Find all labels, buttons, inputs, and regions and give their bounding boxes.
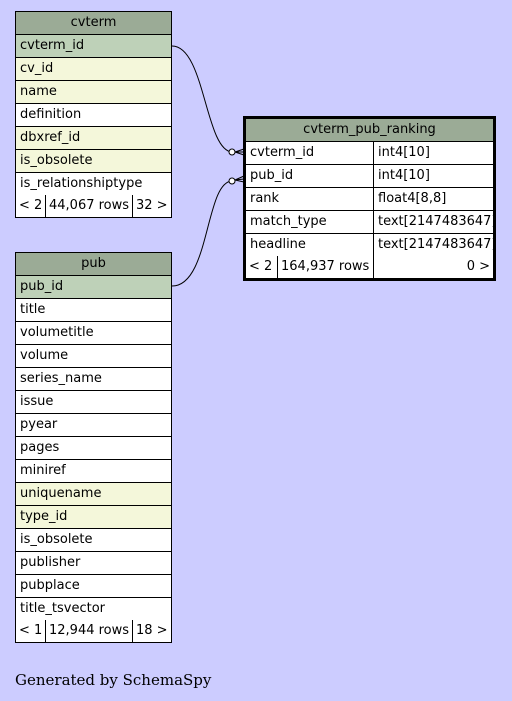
column-name: type_id [20, 509, 68, 524]
parents-link[interactable]: < 2 [19, 198, 43, 213]
column-name: pub_id [250, 168, 294, 183]
row-count: 12,944 rows [45, 620, 132, 642]
column-row[interactable]: series_name [16, 368, 171, 391]
parents-link[interactable]: < 2 [249, 259, 273, 274]
column-row[interactable]: title [16, 299, 171, 322]
children-link[interactable]: 32 > [132, 195, 171, 217]
column-row[interactable]: is_obsolete [16, 150, 171, 173]
children-link[interactable]: 0 > [373, 256, 493, 278]
column-row[interactable]: is_obsolete [16, 529, 171, 552]
column-name: is_relationshiptype [20, 176, 143, 191]
column-name: rank [250, 191, 280, 206]
column-name: volumetitle [20, 325, 94, 340]
table-title[interactable]: cvterm_pub_ranking [246, 119, 493, 142]
column-type: float4[8,8] [373, 188, 493, 210]
column-row[interactable]: match_type text[2147483647] [246, 211, 493, 234]
column-name: dbxref_id [20, 130, 81, 145]
table-footer: < 2 44,067 rows 32 > [16, 195, 171, 217]
column-type: int4[10] [373, 165, 493, 187]
row-count: 164,937 rows [277, 256, 373, 278]
column-name: issue [20, 394, 54, 409]
column-name: is_obsolete [20, 532, 93, 547]
column-name: match_type [250, 214, 327, 229]
table-footer: < 2 164,937 rows 0 > [246, 256, 493, 278]
column-row[interactable]: name [16, 81, 171, 104]
column-name: definition [20, 107, 82, 122]
column-name: cvterm_id [20, 38, 85, 53]
column-row[interactable]: title_tsvector [16, 598, 171, 620]
column-row[interactable]: dbxref_id [16, 127, 171, 150]
column-row[interactable]: pyear [16, 414, 171, 437]
table-footer: < 1 12,944 rows 18 > [16, 620, 171, 642]
column-name: pages [20, 440, 60, 455]
column-type: text[2147483647] [373, 234, 493, 256]
column-row[interactable]: pubplace [16, 575, 171, 598]
column-name: title [20, 302, 46, 317]
column-type: text[2147483647] [373, 211, 493, 233]
column-row[interactable]: definition [16, 104, 171, 127]
column-row[interactable]: cvterm_id int4[10] [246, 142, 493, 165]
column-name: title_tsvector [20, 601, 106, 616]
column-name: is_obsolete [20, 153, 93, 168]
column-row[interactable]: pub_id [16, 276, 171, 299]
column-type: int4[10] [373, 142, 493, 164]
column-name: name [20, 84, 57, 99]
column-row[interactable]: cvterm_id [16, 35, 171, 58]
column-name: publisher [20, 555, 81, 570]
column-row[interactable]: rank float4[8,8] [246, 188, 493, 211]
column-row[interactable]: uniquename [16, 483, 171, 506]
column-row[interactable]: volumetitle [16, 322, 171, 345]
column-name: pubplace [20, 578, 80, 593]
column-row[interactable]: publisher [16, 552, 171, 575]
column-row[interactable]: issue [16, 391, 171, 414]
column-name: cv_id [20, 61, 54, 76]
column-name: cvterm_id [250, 145, 315, 160]
column-row[interactable]: type_id [16, 506, 171, 529]
column-row[interactable]: cv_id [16, 58, 171, 81]
column-row[interactable]: miniref [16, 460, 171, 483]
generated-by-footer: Generated by SchemaSpy [15, 671, 212, 689]
column-name: uniquename [20, 486, 102, 501]
column-row[interactable]: pub_id int4[10] [246, 165, 493, 188]
column-row[interactable]: pages [16, 437, 171, 460]
column-name: pub_id [20, 279, 64, 294]
column-row[interactable]: is_relationshiptype [16, 173, 171, 195]
table-title[interactable]: cvterm [16, 12, 171, 35]
column-name: pyear [20, 417, 58, 432]
table-title[interactable]: pub [16, 253, 171, 276]
edge-cvterm-to-ranking [171, 45, 233, 153]
column-name: series_name [20, 371, 102, 386]
column-row[interactable]: volume [16, 345, 171, 368]
row-count: 44,067 rows [45, 195, 132, 217]
column-name: headline [250, 237, 306, 252]
edge-pub-to-ranking [171, 180, 233, 287]
edge-cvterm-endpoint [228, 148, 236, 156]
edge-pub-endpoint [228, 177, 236, 185]
column-name: volume [20, 348, 69, 363]
parents-link[interactable]: < 1 [19, 623, 43, 638]
children-link[interactable]: 18 > [132, 620, 171, 642]
column-row[interactable]: headline text[2147483647] [246, 234, 493, 256]
column-name: miniref [20, 463, 66, 478]
